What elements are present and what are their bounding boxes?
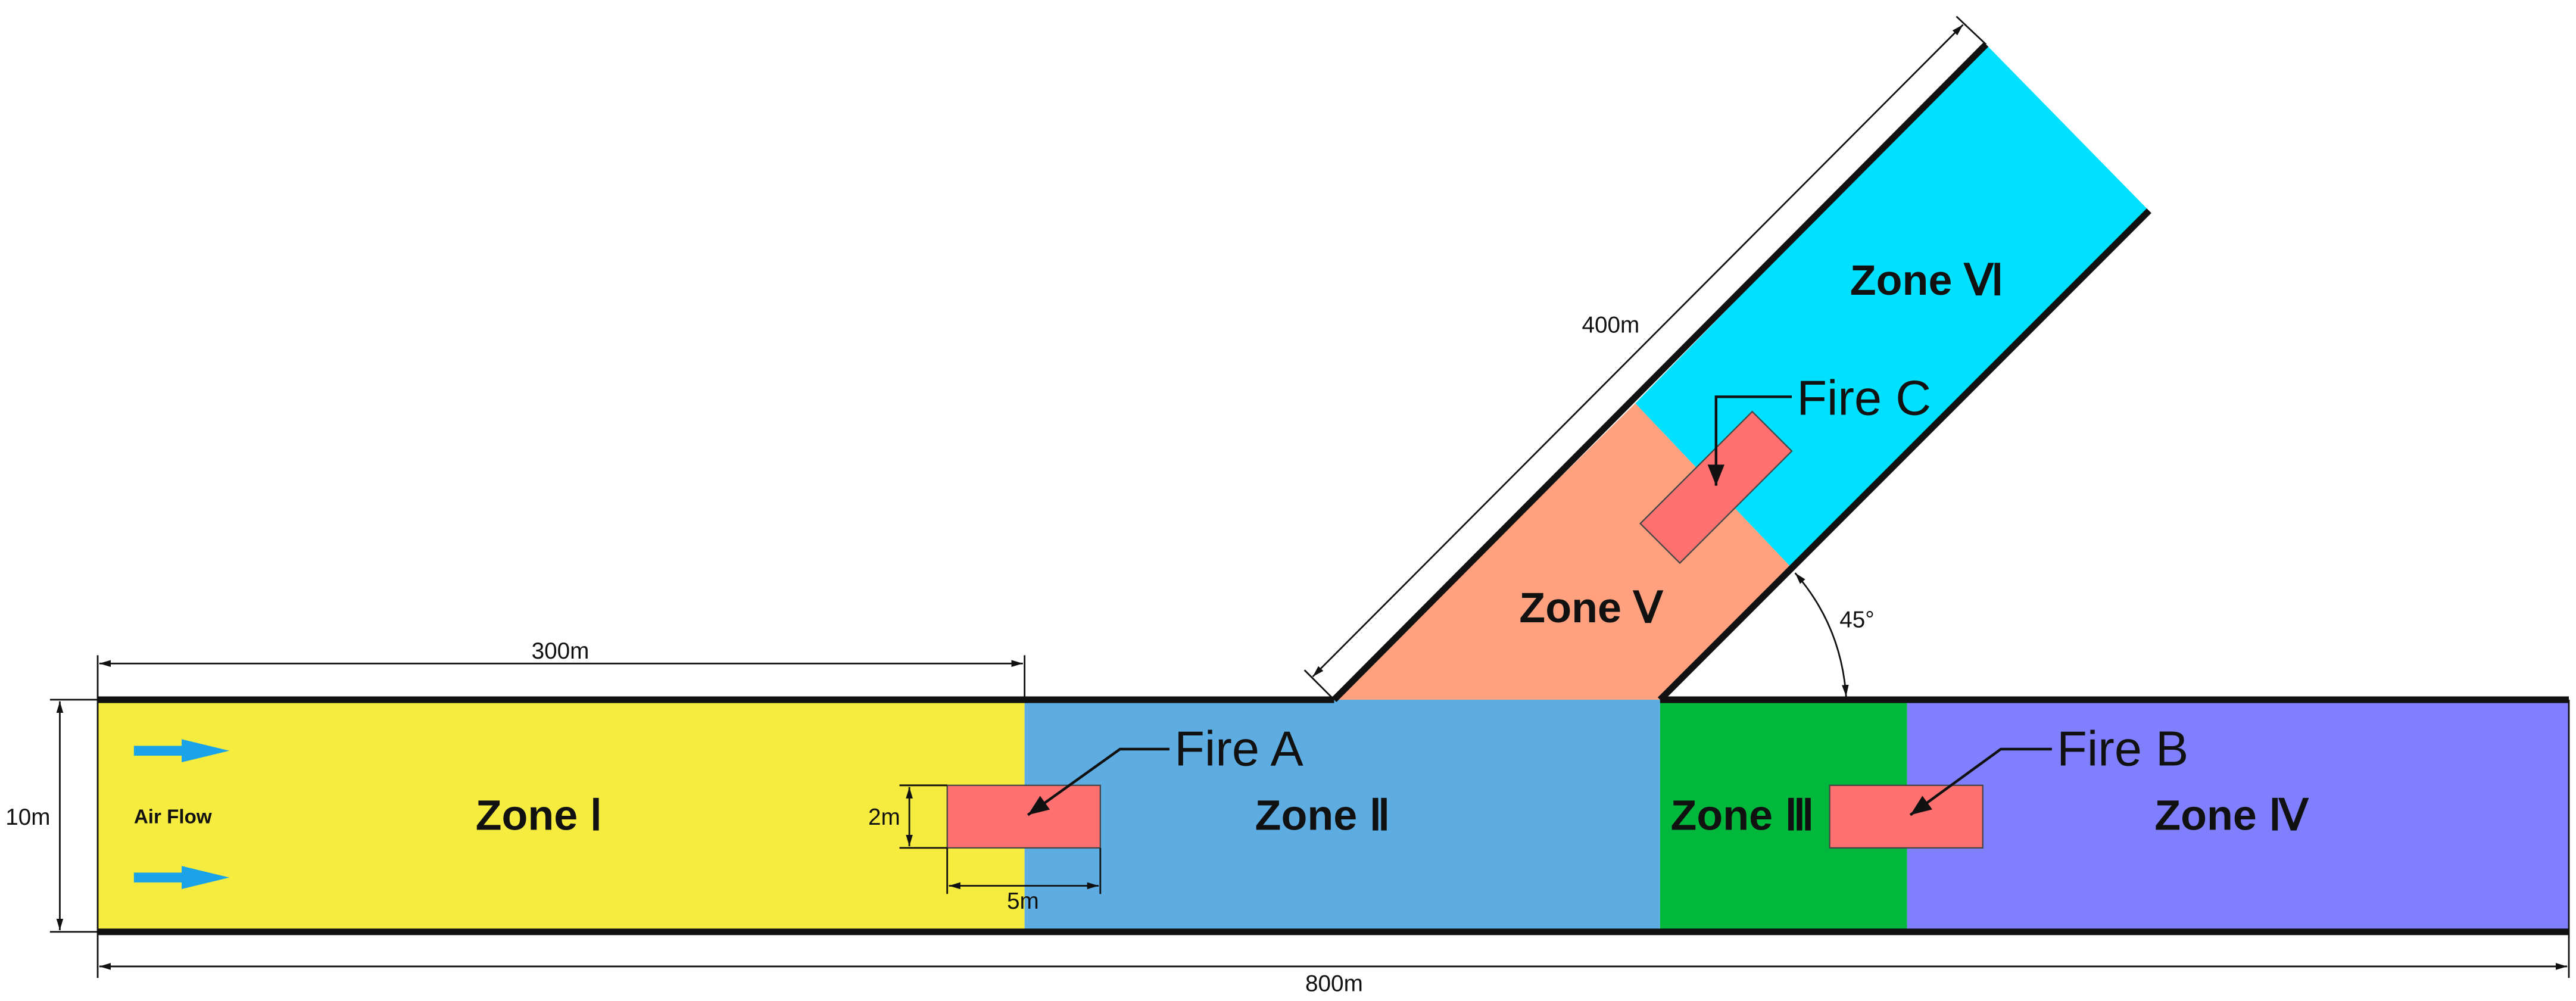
- zone-4-label: Zone Ⅳ: [2154, 791, 2309, 839]
- zone1-length-label: 300m: [532, 638, 590, 664]
- zone-4-area: [1907, 700, 2569, 932]
- dimension-lines: [49, 15, 2570, 978]
- branch-length-label: 400m: [1582, 312, 1640, 338]
- fire-b-leader: [1909, 747, 2052, 816]
- zone-5-label: Zone Ⅴ: [1519, 584, 1664, 632]
- branch-length-dim: [1312, 24, 1964, 678]
- fire-a-label: Fire A: [1174, 721, 1303, 777]
- angle-label: 45°: [1839, 607, 1875, 632]
- fire-a-leader: [1027, 747, 1170, 816]
- right-arrow-icon: [133, 739, 230, 763]
- fire-height-label: 2m: [868, 804, 900, 830]
- zone-1-label: Zone Ⅰ: [476, 791, 603, 839]
- fire-width-label: 5m: [1007, 888, 1039, 914]
- airflow-label: Air Flow: [134, 806, 212, 828]
- main-length-label: 800m: [1305, 971, 1363, 996]
- angle-arc: [1794, 572, 1849, 697]
- fire-a-source: [946, 784, 1101, 849]
- tunnel-end-lines: [96, 700, 2570, 932]
- fire-b-label: Fire B: [2057, 721, 2188, 777]
- fire-b-source: [1829, 784, 1984, 849]
- zone-6-label: Zone Ⅵ: [1850, 257, 2004, 304]
- zone-3-label: Zone Ⅲ: [1670, 791, 1814, 839]
- zone-1-area: [98, 700, 1025, 932]
- fire-c-label: Fire C: [1797, 370, 1931, 426]
- height-label: 10m: [5, 804, 50, 830]
- zone-2-area: [1024, 700, 1660, 932]
- zone-2-label: Zone Ⅱ: [1255, 791, 1390, 839]
